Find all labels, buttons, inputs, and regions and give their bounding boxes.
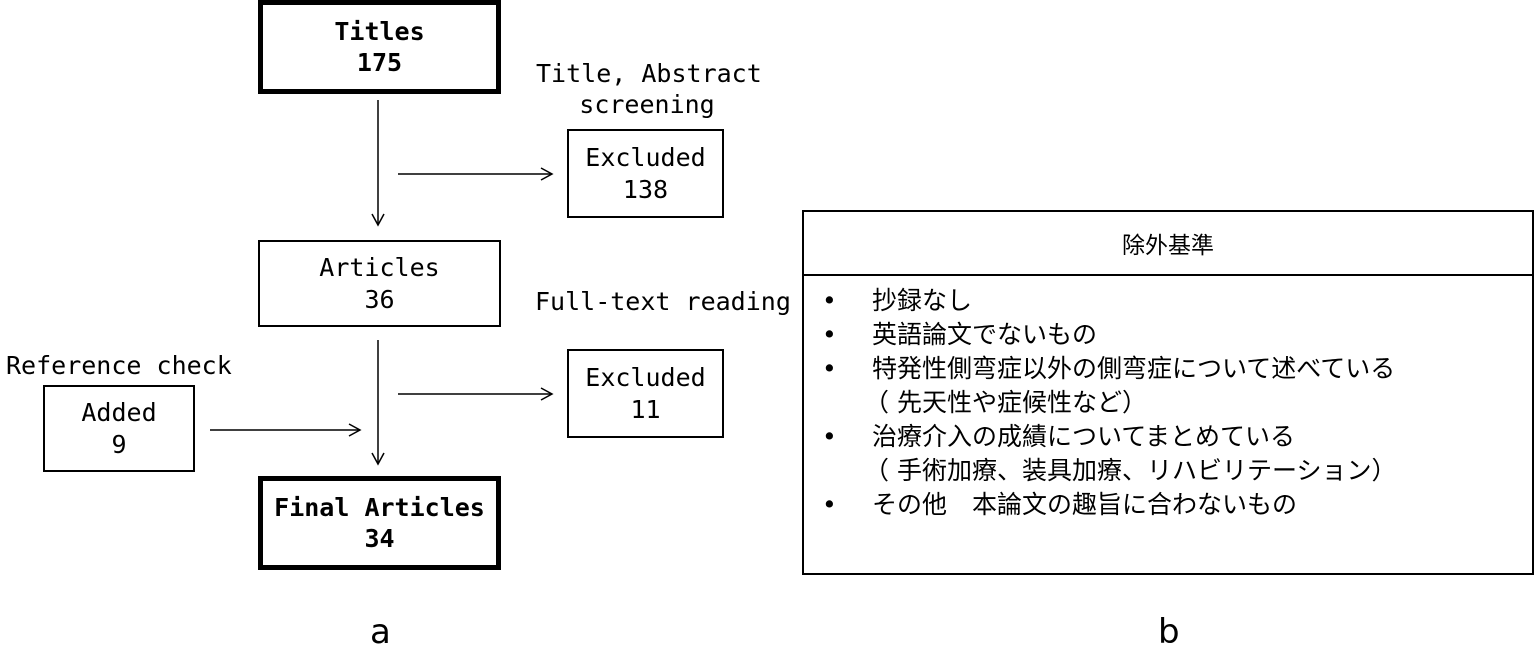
criteria-item: • 抄録なし — [804, 284, 1532, 318]
criteria-item: • 治療介入の成績についてまとめている （ 手術加療、装具加療、リハビリテーショ… — [804, 420, 1532, 488]
added-label: Added — [81, 398, 157, 428]
screening-label-line2: screening — [579, 90, 715, 120]
criteria-item: • その他 本論文の趣旨に合わないもの — [804, 488, 1532, 522]
reference-label: Reference check — [6, 351, 232, 380]
excluded-box-1: Excluded 138 — [567, 129, 724, 218]
final-count: 34 — [364, 524, 395, 553]
titles-label: Titles — [334, 16, 425, 46]
articles-box: Articles 36 — [258, 240, 501, 327]
excluded-2-count: 11 — [630, 394, 661, 424]
titles-count: 175 — [356, 48, 403, 77]
fulltext-label: Full-text reading — [535, 287, 791, 316]
excluded-2-label: Excluded — [585, 363, 706, 393]
exclusion-criteria-table: 除外基準 • 抄録なし • 英語論文でないもの • 特発性側弯症以外の側弯症につ… — [802, 210, 1534, 575]
panel-letter-a: a — [370, 612, 391, 652]
criteria-item-text: 抄録なし — [872, 286, 973, 315]
criteria-item: • 特発性側弯症以外の側弯症について述べている （ 先天性や症候性など） — [804, 352, 1532, 420]
titles-box: Titles 175 — [258, 0, 501, 94]
screening-label: Title, Abstract screening — [536, 58, 762, 121]
criteria-list: • 抄録なし • 英語論文でないもの • 特発性側弯症以外の側弯症について述べて… — [804, 276, 1532, 522]
criteria-item-text: 特発性側弯症以外の側弯症について述べている — [872, 354, 1396, 383]
criteria-item-subtext: （ 先天性や症候性など） — [864, 388, 1147, 417]
criteria-item-subtext: （ 手術加療、装具加療、リハビリテーション） — [864, 456, 1397, 485]
articles-count: 36 — [364, 284, 395, 314]
criteria-item-text: その他 本論文の趣旨に合わないもの — [872, 490, 1298, 519]
articles-label: Articles — [319, 253, 440, 283]
criteria-item-text: 英語論文でないもの — [872, 320, 1098, 349]
screening-label-line1: Title, Abstract — [536, 59, 762, 88]
panel-letter-b: b — [1158, 612, 1180, 652]
criteria-heading: 除外基準 — [804, 212, 1532, 276]
excluded-1-count: 138 — [622, 174, 669, 204]
final-articles-box: Final Articles 34 — [258, 476, 501, 570]
criteria-item: • 英語論文でないもの — [804, 318, 1532, 352]
excluded-1-label: Excluded — [585, 143, 706, 173]
added-count: 9 — [111, 429, 127, 459]
bullet: • — [822, 422, 837, 451]
bullet: • — [822, 320, 837, 349]
bullet: • — [822, 286, 837, 315]
added-box: Added 9 — [43, 385, 195, 472]
criteria-item-text: 治療介入の成績についてまとめている — [872, 422, 1296, 451]
bullet: • — [822, 354, 837, 383]
final-label: Final Articles — [274, 492, 485, 522]
bullet: • — [822, 490, 837, 519]
excluded-box-2: Excluded 11 — [567, 349, 724, 438]
